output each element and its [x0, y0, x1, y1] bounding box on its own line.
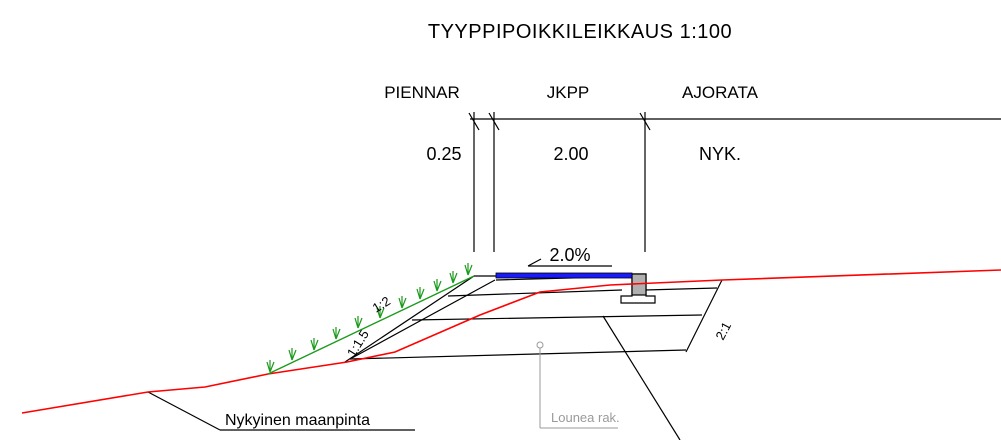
curb-stone-icon	[620, 273, 656, 304]
structure-layers	[147, 275, 723, 440]
slope-label-embankment: 1:2	[370, 293, 393, 315]
cross-slope-value: 2.0%	[549, 245, 590, 265]
dimension-lines	[468, 112, 1001, 252]
dimension-value-piennar: 0.25	[426, 144, 461, 164]
existing-ground-line	[21, 269, 1001, 414]
layer-line-4	[349, 349, 687, 360]
dimension-value-jkpp: 2.00	[553, 144, 588, 164]
grass-tuft-icons	[266, 263, 473, 373]
ground-underline	[147, 391, 221, 431]
dimension-value-ajorata: NYK.	[699, 144, 741, 164]
pavement-surface	[495, 272, 633, 279]
grass-tuft-icon	[266, 360, 275, 373]
grass-tuft-icon	[332, 327, 341, 340]
embankment-slope-line	[344, 275, 475, 363]
reference-callout	[536, 341, 618, 429]
sub-structure-line	[602, 315, 681, 440]
grass-tuft-icon	[310, 338, 319, 351]
grass-tuft-icon	[398, 296, 407, 309]
dimension-tick-2	[488, 112, 500, 131]
vegetated-slope-line	[267, 275, 475, 375]
slope-arrow-icon	[527, 258, 612, 267]
existing-ground-label: Nykyinen maanpinta	[225, 412, 370, 429]
slope-label-structure: 1:1.5	[344, 327, 372, 359]
section-label-ajorata: AJORATA	[682, 83, 759, 102]
layer-line-3	[411, 314, 703, 321]
dimension-tick-3	[639, 112, 651, 131]
grass-tuft-icon	[288, 348, 297, 361]
grass-tuft-icon	[376, 306, 385, 319]
slope-label-right-side: 2:1	[712, 319, 734, 342]
grass-tuft-icon	[354, 316, 363, 329]
right-slope-line	[685, 279, 723, 353]
dimension-tick-1	[468, 112, 480, 131]
section-label-jkpp: JKPP	[547, 83, 590, 102]
reference-label: Lounea rak.	[551, 410, 620, 425]
grass-tuft-icon	[416, 287, 425, 300]
structure-slope-line	[351, 279, 496, 359]
grass-tuft-icon	[449, 271, 458, 284]
reference-marker-icon	[536, 341, 544, 349]
layer-line-1	[447, 289, 623, 297]
section-label-piennar: PIENNAR	[384, 83, 460, 102]
layer-line-2	[644, 287, 718, 291]
grass-tuft-icon	[433, 279, 442, 292]
grass-tuft-icon	[464, 263, 473, 276]
drawing-title: TYYPPIPOIKKILEIKKAUS 1:100	[428, 21, 732, 43]
